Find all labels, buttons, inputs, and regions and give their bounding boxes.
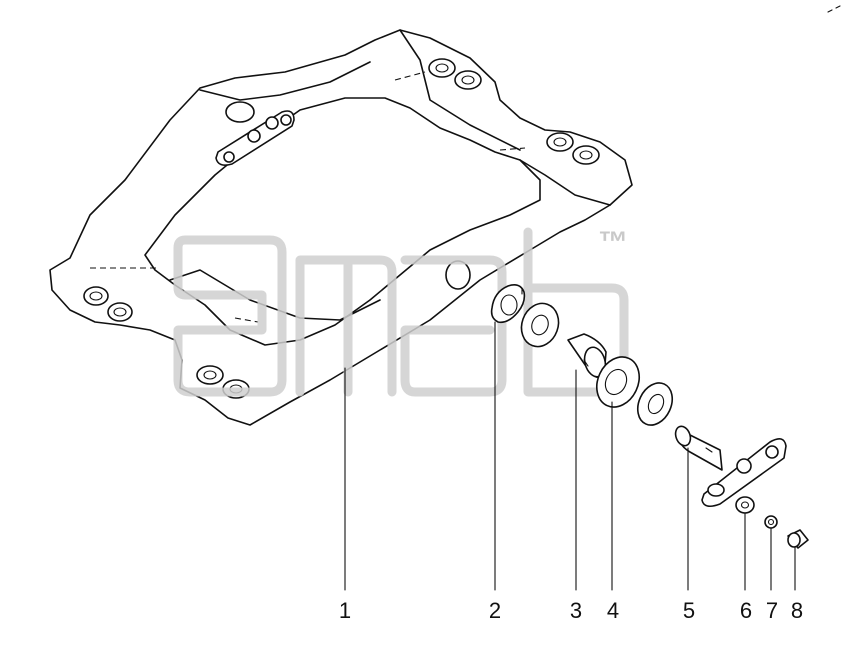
bolt-hole-inner (461, 75, 475, 85)
shim-hole (500, 294, 518, 316)
callout-7: 7 (766, 598, 778, 623)
part-8-bolt (787, 529, 809, 549)
pin-head-icon (247, 129, 261, 143)
part-3-bushing (567, 333, 607, 379)
frame-right-rail-edge (519, 159, 611, 206)
bolt-hole-icon (546, 132, 574, 152)
bolt-hole-icon (83, 286, 109, 306)
bolt-hole-inner (579, 150, 593, 160)
frame-mount-pad-left (83, 286, 133, 322)
frame-installed-pin-plate (215, 101, 295, 166)
bolt-hole-icon (196, 365, 224, 385)
lock-washer-outer (764, 515, 778, 529)
bolt-head-icon (280, 114, 292, 126)
washer-inner (531, 314, 549, 336)
watermark-glyph-1 (173, 235, 287, 397)
frame-side-rail-edge (399, 29, 521, 151)
washer-inner (604, 368, 628, 396)
bolt-hole-inner (553, 137, 567, 147)
frame-mount-pad-right (546, 132, 600, 165)
callout-8: 8 (791, 598, 803, 623)
part-7-lock-washer (764, 515, 778, 529)
part-4-large-washer (596, 356, 640, 408)
washer-outer (735, 496, 755, 514)
bolt-hole-inner (203, 370, 217, 380)
bolt-hole-icon (572, 145, 600, 165)
bolt-hole-icon (454, 70, 482, 90)
pin-head-icon (736, 458, 752, 474)
washer-b (636, 382, 674, 426)
bolt-hole-icon (428, 58, 456, 78)
frame-inner-opening (144, 97, 541, 346)
corner-mark (827, 5, 841, 13)
frame-hidden-edge-3 (499, 147, 526, 151)
washer-outer (636, 382, 674, 426)
frame-mount-pad-rear (428, 58, 482, 90)
bolt-hole-inner (89, 291, 103, 301)
callout-4: 4 (607, 598, 619, 623)
pin-groove (705, 447, 713, 453)
leader-lines (344, 321, 796, 591)
bolt-hole-inner (435, 63, 449, 73)
washer-a (520, 302, 560, 348)
bolt-head-icon (223, 151, 235, 163)
bolt-hole-inner (113, 307, 127, 317)
washer-inner (740, 501, 750, 509)
pin-head-icon (265, 116, 279, 130)
plate-hole-icon (707, 483, 725, 497)
bolt-face (787, 532, 801, 548)
callout-labels: 1 2 3 4 5 6 7 8 (339, 598, 803, 623)
watermark-trademark: ™ (598, 226, 628, 259)
watermark-glyph-2 (295, 255, 397, 397)
pin-end (674, 425, 692, 447)
frame-part-1 (49, 29, 633, 426)
frame-hidden-edge-2 (394, 71, 426, 81)
bushing-slot (583, 359, 589, 367)
callout-3: 3 (570, 598, 582, 623)
callout-6: 6 (740, 598, 752, 623)
washer-outer (596, 356, 640, 408)
callout-1: 1 (339, 598, 351, 623)
washer-outer (520, 302, 560, 348)
lock-washer-inner (767, 518, 775, 526)
frame-pin-bore (445, 260, 471, 290)
washer-inner (647, 393, 665, 415)
part-6-flat-washer (735, 496, 755, 514)
pin-boss-icon (225, 101, 255, 123)
watermark-glyph-3 (400, 255, 507, 397)
part-2-shim-plate (490, 284, 526, 324)
frame-hidden-edge-4 (234, 317, 259, 323)
callout-2: 2 (489, 598, 501, 623)
bolt-hole-icon (107, 302, 133, 322)
frame-rear-rail-edge (199, 61, 371, 101)
part-5-pin-assembly (674, 425, 787, 508)
bolt-head-icon (765, 445, 779, 459)
shim-outline (490, 284, 526, 324)
callout-5: 5 (683, 598, 695, 623)
